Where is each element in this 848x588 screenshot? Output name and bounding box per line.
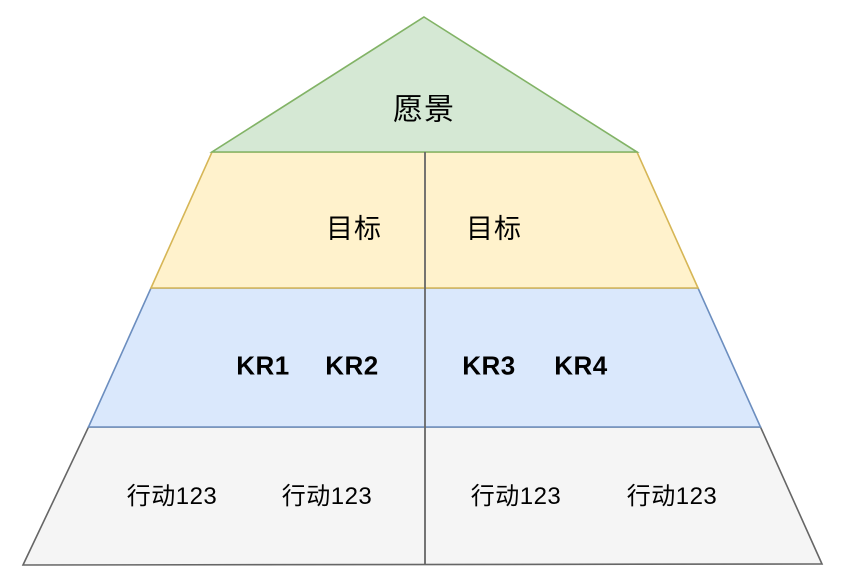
tier-action-label-1: 行动123: [281, 482, 373, 510]
tier-action-label-0: 行动123: [126, 482, 218, 510]
tier-vision-label-0: 愿景: [393, 93, 455, 127]
tier-objective-label-right: 目标: [466, 214, 522, 245]
tier-kr-label-kr3: KR3: [462, 350, 516, 381]
tier-kr-label-kr1: KR1: [236, 350, 290, 381]
pyramid-tier-vision[interactable]: [209, 16, 640, 153]
tier-kr-label-kr4: KR4: [554, 350, 608, 381]
tier-action-label-2: 行动123: [470, 482, 562, 510]
tier-objective-label-left: 目标: [326, 214, 382, 245]
tier-action-label-3: 行动123: [626, 482, 718, 510]
tier-kr-label-kr2: KR2: [325, 350, 379, 381]
